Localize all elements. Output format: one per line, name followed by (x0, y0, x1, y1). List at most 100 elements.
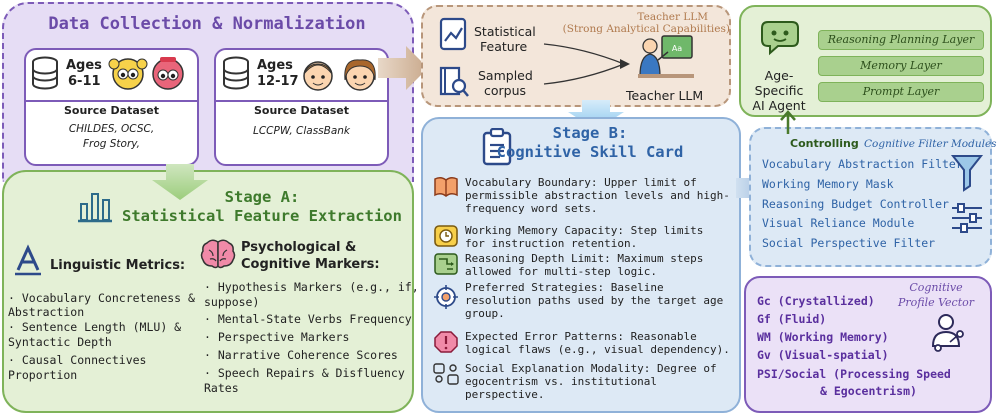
stage-b-title-line-1: Stage B: (552, 124, 628, 142)
skill-line: frequency word sets. (465, 202, 598, 215)
psych-item: · Narrative Coherence Scores (204, 348, 398, 362)
stage-a-title: Stage A: Statistical Feature Extraction (112, 188, 412, 226)
skill-line: egocentrism vs. institutional perspectiv… (465, 375, 658, 401)
skill-card-item-memory: Working Memory Capacity: Step limits for… (465, 224, 740, 250)
divider (214, 100, 389, 102)
book-icon (434, 176, 458, 197)
profile-title-line-2: Profile Vector (897, 296, 975, 309)
filter-item-vocabulary: Vocabulary Abstraction Filter (762, 157, 963, 171)
stage-a-panel (2, 170, 414, 413)
psych-heading-line-2: Cognitive Markers: (241, 257, 380, 272)
up-arrow-controlling (780, 110, 796, 134)
steps-icon (434, 253, 458, 275)
age-range-1: 6-11 (68, 74, 101, 89)
teacher-input-1-line-1: Statistical (474, 24, 536, 39)
skill-line: group. (465, 307, 505, 320)
stage-a-title-line-1: Stage A: (224, 188, 300, 206)
person-network-icon (931, 314, 964, 352)
profile-item-gv: Gv (Visual-spatial) (757, 348, 889, 362)
linguistic-item: Abstraction (8, 305, 85, 319)
robot-chat-icon (761, 21, 799, 56)
psych-item: · Speech Repairs & Disfluency (204, 366, 405, 380)
warning-icon (434, 331, 458, 353)
stage-a-title-line-2: Statistical Feature Extraction (122, 207, 402, 225)
clock-icon (434, 225, 458, 247)
funnel-icon (950, 155, 984, 192)
document-chart-icon (439, 17, 467, 51)
psych-item: Rates (204, 381, 239, 395)
skill-line: allowed for multi-step logic. (465, 265, 658, 278)
age-range-2: 12-17 (257, 74, 299, 89)
skill-card-item-vocabulary: Vocabulary Boundary: Upper limit of perm… (465, 176, 740, 215)
skill-line: resolution paths used by the target age (465, 294, 724, 307)
psych-item: · Perspective Markers (204, 330, 350, 344)
psych-heading-line-1: Psychological & (241, 240, 357, 255)
data-collection-title: Data Collection & Normalization (48, 14, 366, 34)
database-icon (223, 56, 249, 90)
psych-item: suppose) (204, 295, 260, 309)
skill-line: for instruction retention. (465, 237, 638, 250)
profile-item-gf: Gf (Fluid) (757, 312, 827, 326)
stage-b-panel (421, 117, 741, 413)
profile-item-psi: PSI/Social (Processing Speed (757, 367, 951, 381)
teacher-input-2-line-1: Sampled (478, 68, 533, 83)
age-label-2: Ages (257, 58, 293, 73)
teacher-icon: Aa (638, 35, 694, 78)
right-arrow-to-teacher (378, 46, 428, 90)
filter-item-social: Social Perspective Filter (762, 236, 936, 250)
teacher-input-1-line-2: Feature (480, 39, 528, 54)
source-list-1-line-2: Frog Story, (82, 138, 141, 150)
teen-cartoon-icon (303, 59, 376, 91)
child-cartoon-icon (108, 57, 184, 90)
skill-line: Reasoning Depth Limit: Maximum steps (465, 252, 704, 265)
divider (24, 100, 199, 102)
skill-line: Working Memory Capacity: Step limits (465, 224, 704, 237)
svg-text:Aa: Aa (672, 44, 682, 53)
agent-label: Age-Specific AI Agent (744, 68, 814, 113)
skill-line: logical flaws (e.g., visual dependency). (465, 343, 730, 356)
bar-chart-icon (78, 193, 112, 223)
source-dataset-title-1: Source Dataset (63, 104, 160, 117)
teacher-title: Teacher LLM (Strong Analytical Capabilit… (560, 11, 730, 35)
skill-card-item-social: Social Explanation Modality: Degree of e… (465, 362, 740, 401)
skill-card-item-errors: Expected Error Patterns: Reasonable logi… (465, 330, 740, 356)
profile-item-gc: Gc (Crystallized) (757, 294, 875, 308)
teacher-llm-label: Teacher LLM (626, 88, 704, 103)
skill-line: permissible abstraction levels and high- (465, 189, 730, 202)
skill-card-item-reasoning: Reasoning Depth Limit: Maximum steps all… (465, 252, 740, 278)
skill-card-item-strategies: Preferred Strategies: Baseline resolutio… (465, 281, 740, 320)
down-arrow-b (568, 100, 624, 130)
agent-label-line-1: Age-Specific (754, 68, 804, 98)
skill-line: Social Explanation Modality: Degree of (465, 362, 717, 375)
source-list-2-line-1: LCCPW, ClassBank (252, 125, 351, 137)
linguistic-item: · Sentence Length (MLU) & (8, 320, 182, 334)
agent-label-line-2: AI Agent (752, 98, 806, 113)
layer-memory: Memory Layer (818, 56, 984, 76)
skill-line: Vocabulary Boundary: Upper limit of (465, 176, 697, 189)
stage-b-title-line-2: Cognitive Skill Card (496, 143, 684, 161)
teacher-input-2-line-2: corpus (484, 83, 527, 98)
linguistic-item: Syntactic Depth (8, 335, 112, 349)
teacher-title-line-1: Teacher LLM (637, 11, 708, 23)
filter-item-visual: Visual Reliance Module (762, 216, 915, 230)
filter-title: Cognitive Filter Modules (864, 138, 997, 150)
teacher-input-1: Statistical Feature (474, 24, 536, 54)
skill-line: Preferred Strategies: Baseline (465, 281, 664, 294)
target-icon (434, 285, 458, 309)
psych-item: · Hypothesis Markers (e.g., if, (204, 280, 419, 294)
filter-item-reasoning: Reasoning Budget Controller (762, 197, 949, 211)
book-search-icon (439, 66, 469, 97)
merge-arrow (543, 43, 630, 85)
cognitive-filter-panel (749, 127, 992, 267)
filter-item-memory: Working Memory Mask (762, 177, 894, 191)
controlling-label: Controlling (790, 137, 859, 150)
linguistic-item: · Causal Connectives (8, 353, 147, 367)
source-list-1-line-1: CHILDES, OCSC, (68, 123, 155, 135)
profile-title: Cognitive Profile Vector (886, 280, 986, 310)
layer-prompt: Prompt Layer (818, 82, 984, 102)
linguistic-metrics-heading: Linguistic Metrics: (50, 258, 186, 273)
sliders-icon (952, 203, 982, 233)
text-metric-icon (15, 244, 41, 276)
down-arrow-a (152, 164, 208, 200)
social-icon (433, 363, 459, 385)
